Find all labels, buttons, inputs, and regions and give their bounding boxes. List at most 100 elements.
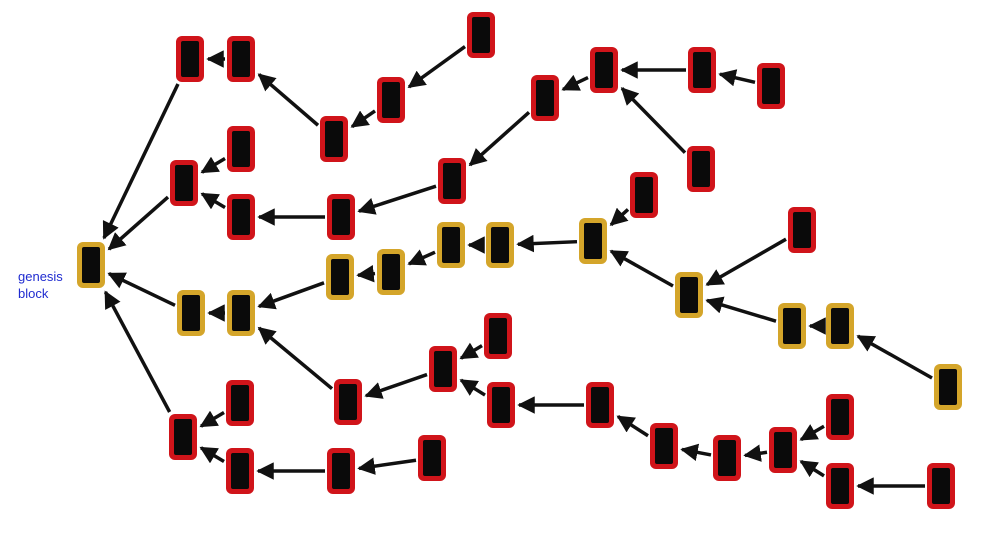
chain-link-arrow: [620, 87, 687, 154]
block-body: [680, 277, 698, 313]
chain-link-arrow: [705, 237, 787, 287]
block-body: [591, 387, 609, 423]
chain-link-arrow: [705, 296, 777, 323]
block-body: [442, 227, 460, 263]
chain-link-arrow: [609, 249, 674, 288]
chain-link-arrow: [680, 443, 712, 461]
block-body: [932, 468, 950, 504]
orphan-block: [757, 63, 785, 109]
main-chain-block: [377, 249, 405, 295]
block-body: [231, 385, 249, 421]
block-body: [232, 131, 250, 167]
block-body: [939, 369, 957, 405]
orphan-block: [630, 172, 658, 218]
orphan-block: [377, 77, 405, 123]
block-body: [655, 428, 673, 464]
block-body: [382, 254, 400, 290]
block-body: [232, 295, 250, 331]
orphan-block: [334, 379, 362, 425]
orphan-block: [826, 394, 854, 440]
block-body: [783, 308, 801, 344]
block-body: [489, 318, 507, 354]
orphan-block: [327, 448, 355, 494]
block-body: [831, 308, 849, 344]
block-body: [182, 295, 200, 331]
chain-link-arrow: [459, 342, 483, 360]
block-body: [434, 351, 452, 387]
chain-link-arrow: [743, 444, 768, 462]
block-body: [831, 399, 849, 435]
genesis-block-label: genesis block: [18, 268, 88, 302]
chain-link-arrow: [200, 156, 226, 174]
orphan-block: [429, 346, 457, 392]
block-body: [423, 440, 441, 476]
block-body: [181, 41, 199, 77]
block-body: [492, 387, 510, 423]
block-body: [584, 223, 602, 259]
orphan-block: [320, 116, 348, 162]
block-body: [793, 212, 811, 248]
orphan-block: [226, 448, 254, 494]
block-body: [443, 163, 461, 199]
block-body: [536, 80, 554, 116]
chain-link-arrow: [459, 378, 486, 397]
block-body: [82, 247, 100, 283]
chain-link-arrow: [799, 424, 825, 442]
block-body: [331, 259, 349, 295]
chain-link-arrow: [561, 74, 589, 92]
chain-link-arrow: [407, 45, 467, 89]
chain-link-arrow: [107, 195, 170, 251]
orphan-block: [650, 423, 678, 469]
main-chain-block: [437, 222, 465, 268]
chain-link-arrow: [799, 459, 825, 478]
orphan-block: [586, 382, 614, 428]
orphan-block: [826, 463, 854, 509]
main-chain-block: [227, 290, 255, 336]
orphan-block: [170, 160, 198, 206]
block-body: [595, 52, 613, 88]
block-body: [774, 432, 792, 468]
block-body: [635, 177, 653, 213]
chain-link-arrow: [609, 207, 630, 227]
block-body: [332, 453, 350, 489]
chain-link-arrow: [516, 234, 578, 253]
block-body: [718, 440, 736, 476]
block-body: [692, 151, 710, 187]
chain-link-arrow: [257, 281, 325, 310]
main-chain-block: [177, 290, 205, 336]
block-body: [693, 52, 711, 88]
chain-link-arrow: [357, 457, 417, 475]
genesis-label-line2: block: [18, 286, 49, 301]
main-chain-block: [326, 254, 354, 300]
block-body: [232, 199, 250, 235]
orphan-block: [176, 36, 204, 82]
orphan-block: [788, 207, 816, 253]
orphan-block: [227, 194, 255, 240]
block-body: [382, 82, 400, 118]
orphan-block: [438, 158, 466, 204]
chain-link-arrow: [350, 109, 376, 129]
block-body: [175, 165, 193, 201]
chain-link-arrow: [718, 69, 756, 87]
chain-link-arrow: [107, 272, 176, 307]
orphan-block: [327, 194, 355, 240]
block-body: [831, 468, 849, 504]
orphan-block: [487, 382, 515, 428]
orphan-block: [531, 75, 559, 121]
block-body: [762, 68, 780, 104]
orphan-block: [769, 427, 797, 473]
orphan-block: [484, 313, 512, 359]
blocks: [77, 12, 962, 509]
genesis-label-line1: genesis: [18, 269, 63, 284]
orphan-block: [227, 36, 255, 82]
orphan-block: [688, 47, 716, 93]
main-chain-block: [579, 218, 607, 264]
main-chain-block: [934, 364, 962, 410]
chain-link-arrow: [468, 110, 531, 167]
orphan-block: [169, 414, 197, 460]
chain-links: [102, 45, 933, 495]
chain-link-arrow: [356, 264, 376, 283]
chain-link-arrow: [257, 73, 320, 127]
orphan-block: [226, 380, 254, 426]
